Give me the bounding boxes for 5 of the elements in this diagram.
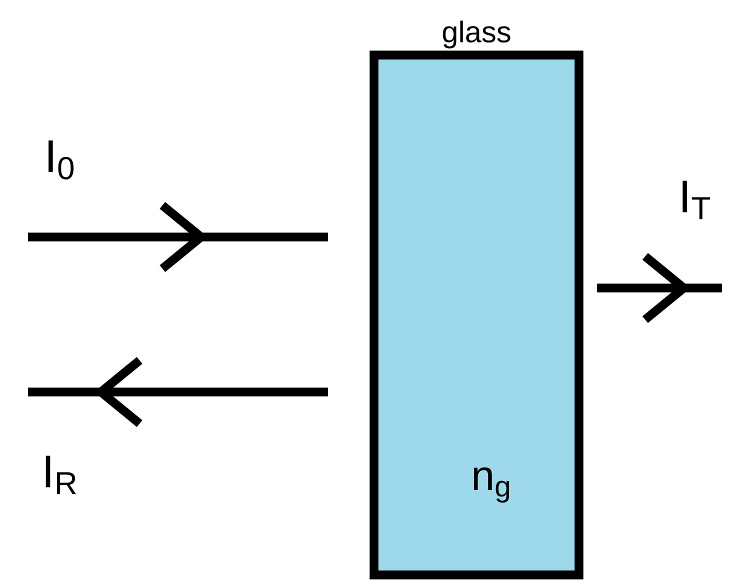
ray-label: I$_{T}$ — [682, 180, 710, 220]
heading: glass — [442, 20, 510, 48]
ray-label: I$_{R}$ — [46, 456, 76, 494]
ray-label: I$_{0}$ — [48, 140, 74, 180]
refractive-index: n$_{g}$ — [474, 467, 510, 503]
